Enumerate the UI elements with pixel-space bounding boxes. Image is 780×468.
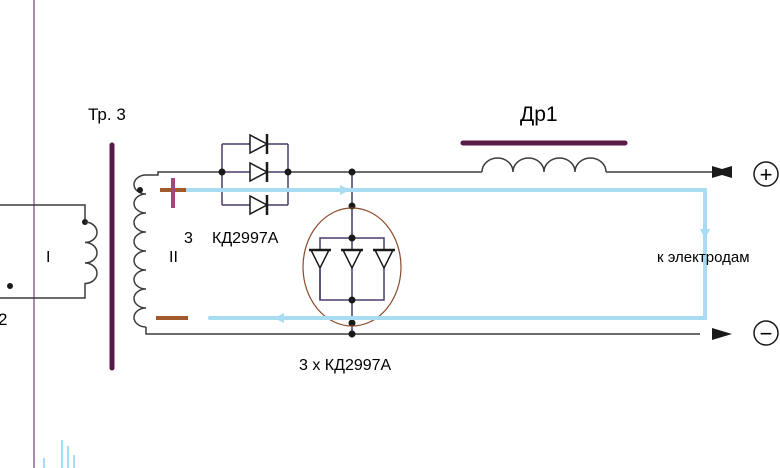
secondary-wires: [145, 171, 700, 335]
parallel-diode: [341, 248, 363, 270]
scan-artifact: [43, 440, 75, 468]
junction-dot: [348, 330, 356, 338]
junction-dot: [348, 319, 356, 327]
series-diodes-part-label: КД2997А: [212, 230, 279, 247]
inductor-label: Др1: [520, 103, 558, 126]
secondary-winding-label: II: [169, 249, 178, 266]
primary-winding: [84, 221, 98, 285]
plus-output-arrowhead-right: [712, 166, 732, 178]
secondary-winding: [133, 174, 147, 328]
junction-dot: [348, 168, 356, 176]
series-diode: [249, 133, 269, 155]
primary-dot-left: [7, 283, 13, 289]
series-diode: [249, 194, 269, 216]
primary-terminal-label: 2: [0, 310, 7, 329]
junction-dot: [348, 296, 356, 304]
junction-dot: [218, 168, 226, 176]
series-diodes-count-label: 3: [184, 230, 193, 247]
transformer-label: Тр. 3: [88, 105, 126, 124]
plus-terminal-symbol: +: [760, 162, 773, 187]
parallel-diode: [373, 248, 395, 270]
parallel-diode: [309, 248, 331, 300]
secondary-polarity-dot: [137, 187, 143, 193]
current-flow-path: [176, 185, 710, 323]
junction-dot: [348, 234, 356, 242]
plus-terminal-circle: [753, 161, 779, 187]
minus-output-arrowhead: [712, 328, 732, 340]
minus-terminal-circle: [753, 320, 779, 346]
minus-terminal-symbol: −: [760, 321, 773, 346]
inductor-winding: [481, 157, 607, 173]
junction-dot: [284, 168, 292, 176]
parallel-diodes-label: 3 х КД2997А: [299, 357, 392, 374]
primary-winding-label: I: [46, 249, 50, 266]
electrodes-label: к электродам: [657, 249, 750, 266]
series-diode: [249, 161, 269, 183]
primary-wires: [0, 204, 86, 299]
parallel-diode-highlight-ellipse: [302, 207, 402, 327]
